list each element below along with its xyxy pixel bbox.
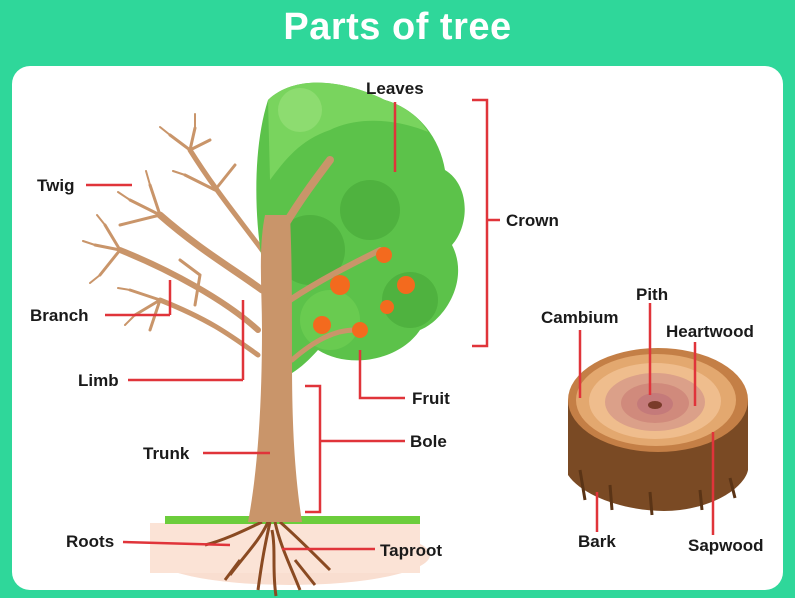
label-taproot: Taproot (380, 541, 442, 560)
label-leaves: Leaves (366, 79, 424, 98)
trunk-cross-section (568, 348, 748, 515)
label-limb: Limb (78, 371, 119, 390)
label-sapwood: Sapwood (688, 536, 764, 555)
label-pith: Pith (636, 285, 668, 304)
label-roots: Roots (66, 532, 114, 551)
label-bark: Bark (578, 532, 616, 551)
label-twig: Twig (37, 176, 74, 195)
bare-branches (83, 114, 262, 355)
label-branch: Branch (30, 306, 89, 325)
label-fruit: Fruit (412, 389, 450, 408)
label-crown: Crown (506, 211, 559, 230)
label-cambium: Cambium (541, 308, 618, 327)
label-heartwood: Heartwood (666, 322, 754, 341)
label-trunk: Trunk (143, 444, 190, 463)
label-bole: Bole (410, 432, 447, 451)
